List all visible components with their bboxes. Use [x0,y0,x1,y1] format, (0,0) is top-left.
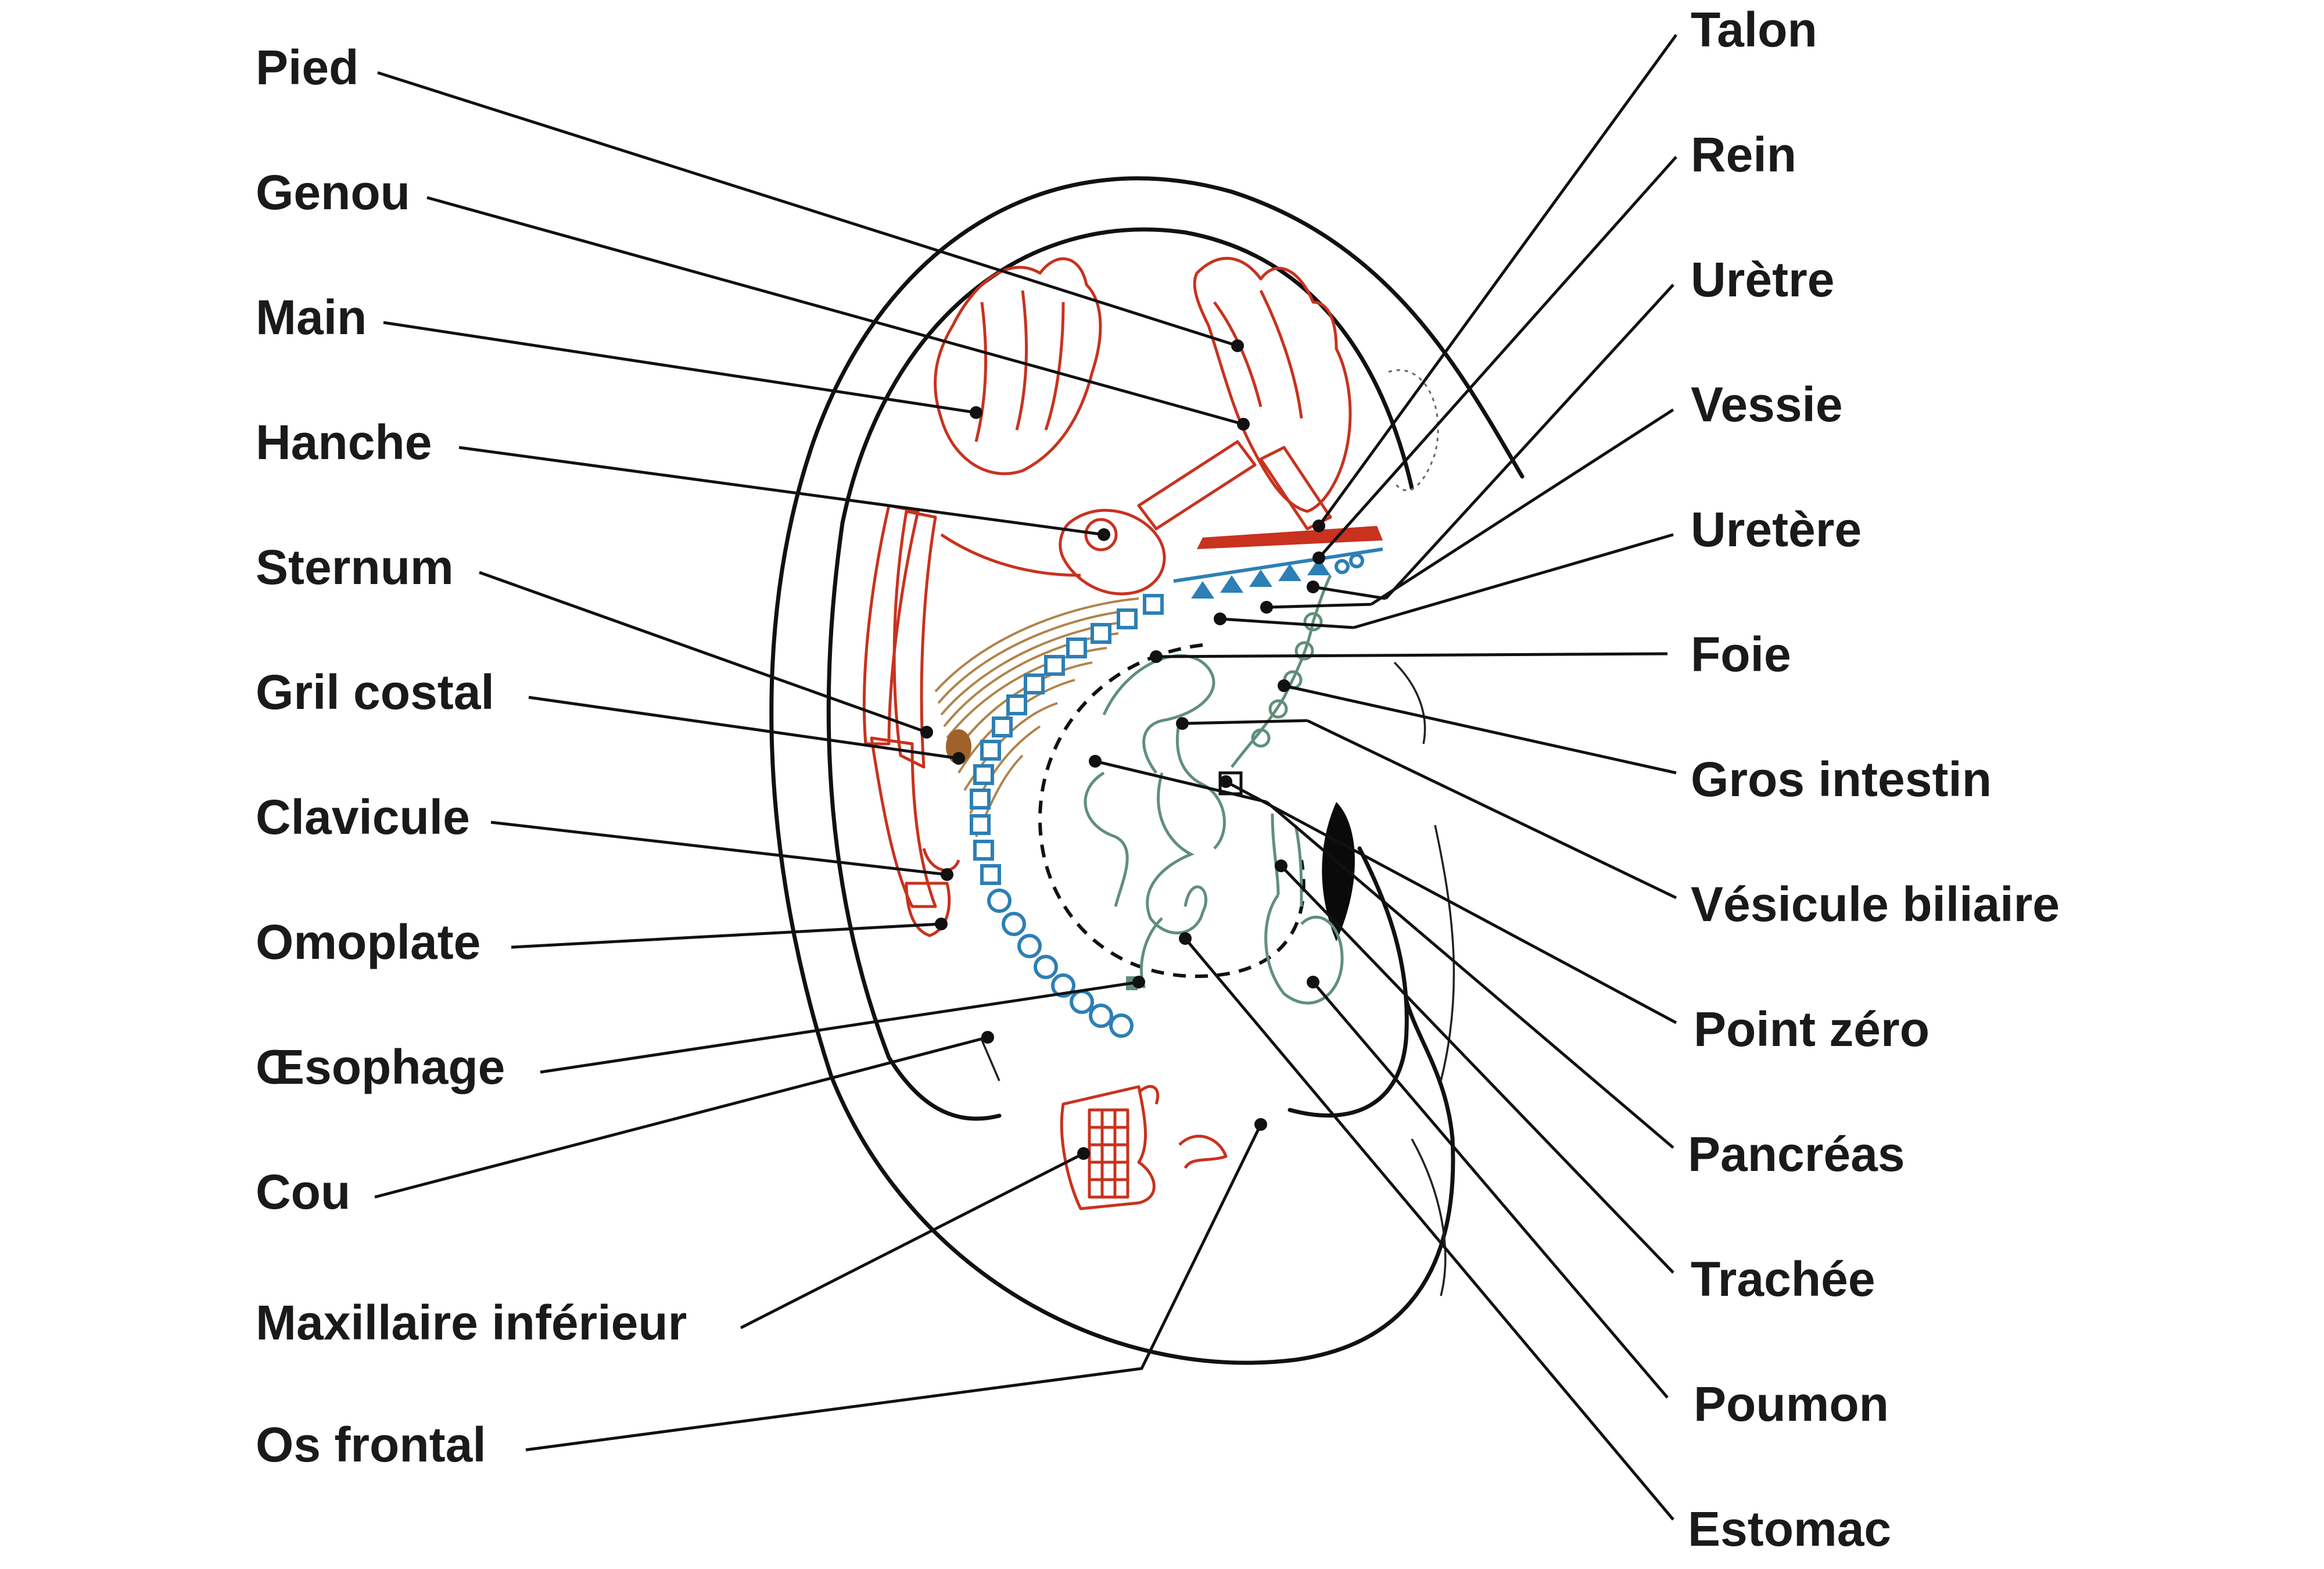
label-vessie: Vessie [1691,377,1843,432]
label-uretre: Urètre [1691,252,1834,307]
face-region [1060,1085,1228,1210]
label-gril-costal: Gril costal [256,665,494,719]
label-gros-intestin: Gros intestin [1691,752,1992,807]
label-rein: Rein [1691,127,1796,182]
label-oesophage: Œsophage [256,1040,505,1094]
spine [970,547,1383,1038]
label-sternum: Sternum [256,540,454,594]
label-clavicule: Clavicule [256,790,470,844]
label-foie: Foie [1691,627,1791,682]
label-pied: Pied [256,40,358,95]
label-talon: Talon [1691,2,1817,57]
labels-left: Pied Genou Main Hanche Sternum Gril cost… [256,40,687,1472]
label-maxillaire-inferieur: Maxillaire inférieur [256,1295,687,1350]
label-hanche: Hanche [256,415,432,470]
concha-boundary [1038,643,1306,979]
label-pancreas: Pancréas [1688,1127,1905,1181]
labels-right: Talon Rein Urètre Vessie Uretère Foie Gr… [1688,2,2060,1556]
label-os-frontal: Os frontal [256,1417,486,1472]
leader-lines-right [1089,34,1678,1521]
label-point-zero: Point zéro [1694,1002,1930,1056]
label-estomac: Estomac [1688,1502,1891,1556]
label-cou: Cou [256,1165,350,1219]
label-omoplate: Omoplate [256,915,480,969]
label-vesicule-biliaire: Vésicule biliaire [1691,877,2060,932]
label-trachee: Trachée [1691,1252,1875,1306]
label-main: Main [256,290,367,345]
label-uretere: Uretère [1691,502,1862,557]
leader-lines-left [374,71,1267,1452]
label-genou: Genou [256,165,410,220]
label-poumon: Poumon [1694,1377,1889,1431]
